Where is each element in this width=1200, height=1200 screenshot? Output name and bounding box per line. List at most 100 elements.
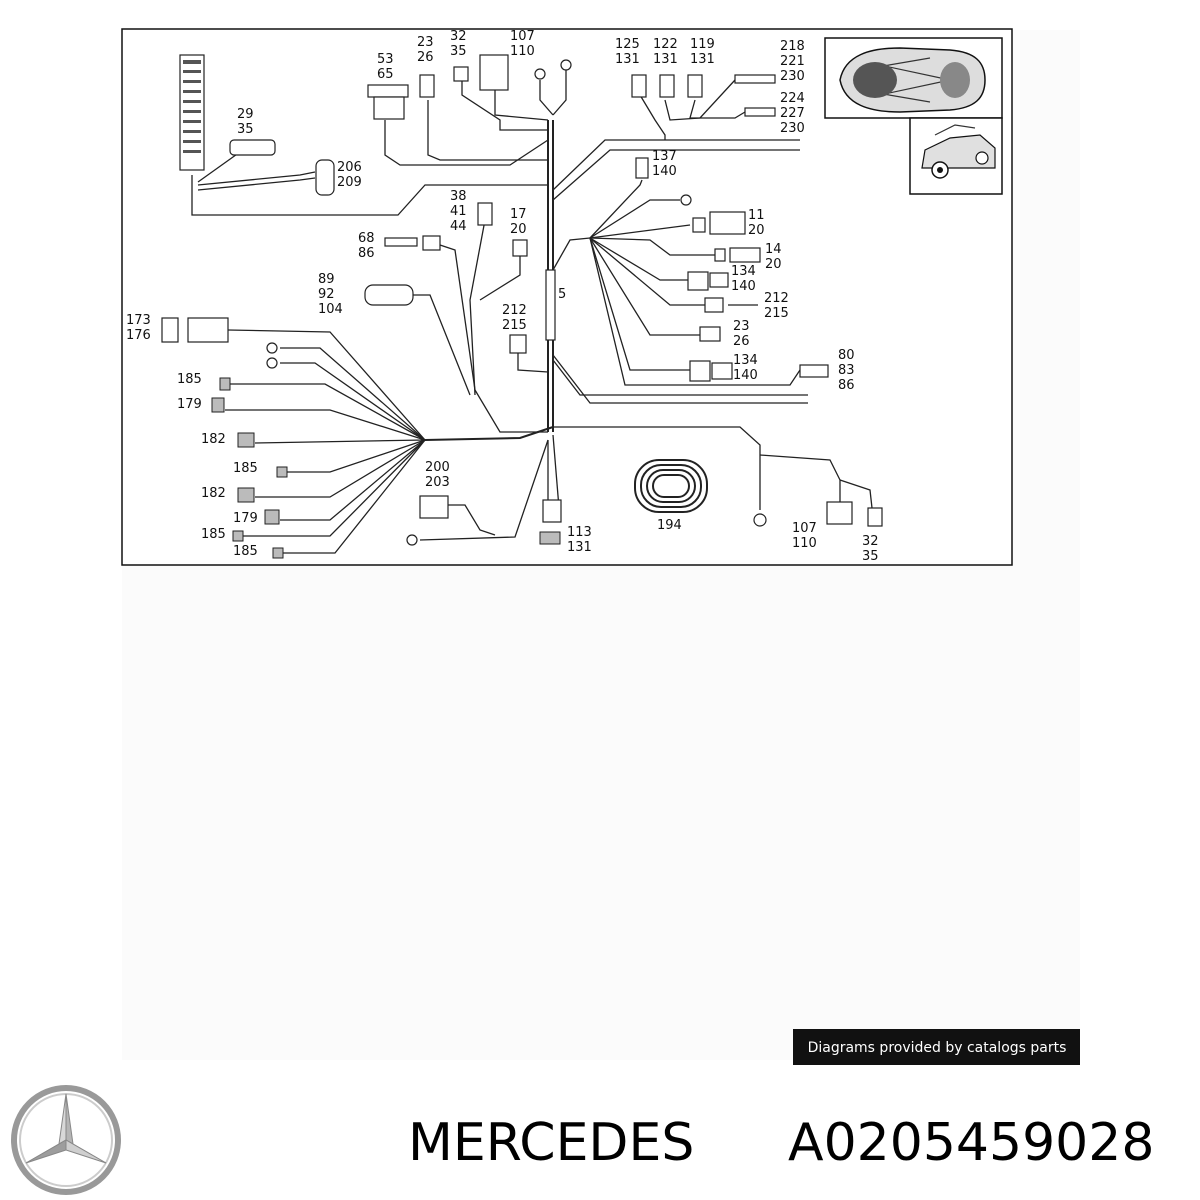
part-label-line: 68 — [358, 231, 375, 246]
vehicle-side-view-icon — [921, 124, 996, 179]
connector-23-26 — [699, 326, 721, 342]
part-label-line: 140 — [733, 368, 758, 383]
connector-107-110 — [826, 501, 853, 525]
part-label-line: 44 — [450, 219, 467, 234]
wire-branch — [664, 79, 736, 121]
part-label-line: 80 — [838, 348, 855, 363]
wire-branch — [227, 329, 426, 441]
connector-68-86-body — [422, 235, 441, 251]
vehicle-top-view-icon — [839, 47, 986, 113]
connector-185 — [219, 377, 231, 391]
part-label-line: 131 — [653, 52, 678, 67]
connector-125-131 — [631, 74, 647, 98]
part-label-line: 17 — [510, 207, 527, 222]
connector-14-20-a — [714, 248, 726, 262]
wire-branch — [589, 237, 705, 306]
part-label-line: 134 — [731, 264, 756, 279]
wire-branch — [517, 350, 549, 373]
wire-branch — [197, 151, 241, 183]
part-label-line: 131 — [615, 52, 640, 67]
part-label-line: 134 — [733, 353, 758, 368]
caption-banner — [793, 1029, 1080, 1065]
part-label-182-a: 182 — [201, 432, 226, 447]
part-label-line: 140 — [731, 279, 756, 294]
wire-branch — [639, 94, 666, 140]
part-label-179-b: 179 — [233, 511, 258, 526]
part-label-line: 185 — [233, 461, 258, 476]
connector-185 — [276, 466, 288, 478]
connector-212-215 — [704, 297, 724, 313]
connector-14-20 — [729, 247, 761, 263]
part-label-line: 194 — [657, 518, 682, 533]
wire-branch — [759, 454, 841, 505]
wire-branch — [589, 237, 700, 336]
wire-branch — [552, 354, 808, 404]
wire-harness — [191, 70, 873, 554]
connector-137-140 — [635, 157, 649, 179]
vehicle-thumbnails — [824, 37, 1003, 195]
connector-32-35 — [867, 507, 883, 527]
connector-134-140-b — [711, 362, 733, 380]
part-label-185-b: 185 — [233, 461, 258, 476]
part-label-line: 104 — [318, 302, 343, 317]
part-label-line: 185 — [177, 372, 202, 387]
part-label-line: 53 — [377, 52, 394, 67]
wire-branch — [445, 504, 496, 536]
part-label-line: 215 — [502, 318, 527, 333]
wire-branch — [461, 80, 548, 131]
wire-branch — [230, 383, 426, 441]
wire-branch — [280, 362, 426, 441]
part-label-line: 218 — [780, 39, 805, 54]
brand-name: MERCEDES — [408, 1113, 694, 1173]
wire-branch — [539, 80, 554, 116]
wire-branch — [589, 224, 691, 239]
part-label-line: 26 — [733, 334, 750, 349]
wire-branch — [225, 409, 426, 441]
part-label-line: 110 — [792, 536, 817, 551]
wire-branch — [384, 120, 549, 166]
part-label-line: 23 — [417, 35, 434, 50]
part-label-line: 20 — [510, 222, 527, 237]
connector-218-221-230 — [734, 74, 776, 84]
connector-182 — [237, 487, 255, 503]
connector-185 — [272, 547, 284, 559]
wire-branch — [469, 219, 486, 396]
part-label-179-a: 179 — [177, 397, 202, 412]
part-label-185-c: 185 — [201, 527, 226, 542]
wire-branch — [494, 90, 549, 121]
connector-29-35 — [229, 139, 276, 156]
part-label-line: 86 — [358, 246, 375, 261]
part-label-line: 137 — [652, 149, 677, 164]
part-label-line: 107 — [792, 521, 817, 536]
ring-terminal — [753, 513, 767, 527]
part-label-line: 41 — [450, 204, 467, 219]
connector-185 — [232, 530, 244, 542]
connector-11-20 — [709, 211, 746, 235]
connector-200-203 — [419, 495, 449, 519]
ring-terminal — [406, 534, 418, 546]
part-label-line: 119 — [690, 37, 715, 52]
part-label-line: 83 — [838, 363, 855, 378]
ring-terminal — [560, 59, 572, 71]
part-label-185-d: 185 — [233, 544, 258, 559]
wire-branch — [552, 70, 567, 116]
wire-branch — [254, 439, 426, 444]
connector-23-26 — [419, 74, 435, 98]
wire-branch — [191, 175, 548, 216]
ring-terminal — [680, 194, 692, 206]
connector-122-131 — [659, 74, 675, 98]
connector-173-176-a — [161, 317, 179, 343]
